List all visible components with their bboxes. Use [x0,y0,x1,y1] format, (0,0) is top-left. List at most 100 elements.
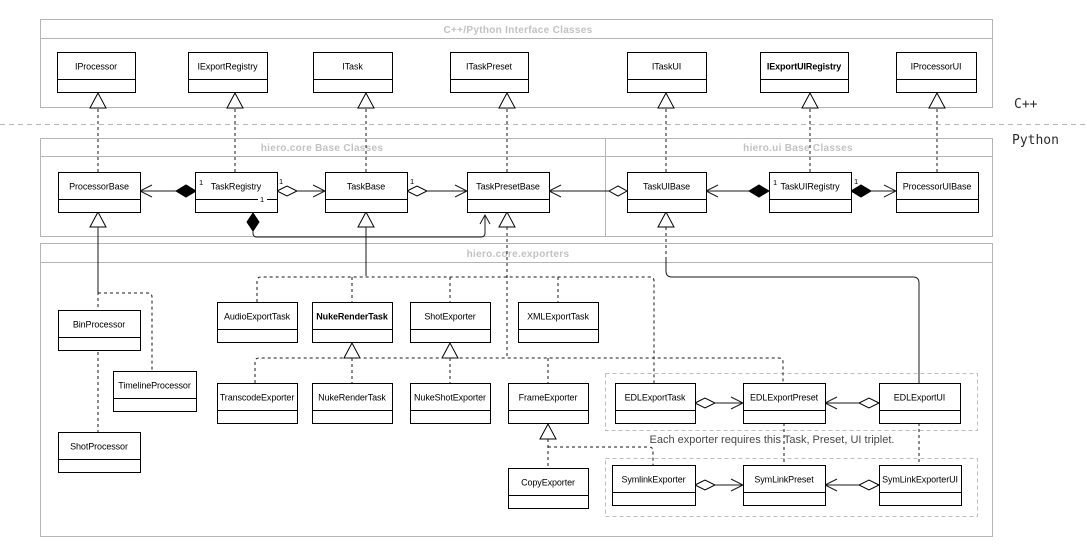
class-taskuibase[interactable]: TaskUIBase [627,172,707,213]
class-title: SymLinkPreset [754,475,814,485]
class-title: NukeShotExporter [414,393,486,403]
class-iprocessor[interactable]: IProcessor [57,52,136,93]
class-title: IProcessorUI [911,62,962,72]
realization-processorbase-iprocessor [89,91,107,172]
multiplicity-backing [258,194,267,203]
class-shotexporter[interactable]: ShotExporter [410,302,491,343]
composition-taskregistry-taskpresetbase [246,212,491,238]
multiplicity-registry-right: 1 [279,177,283,186]
class-itask[interactable]: ITask [313,52,393,93]
realization-taskuiregistry-iexportuiregistry [801,91,819,172]
class-title: ShotProcessor [70,442,128,452]
section-ui-label: hiero.ui Base Classes [743,143,853,154]
class-title: AudioExportTask [224,312,291,322]
class-title: IExportRegistry [197,62,258,72]
class-title: CopyExporter [521,478,575,488]
class-title: TimelineProcessor [118,381,191,391]
class-title: NukeRenderTask [316,312,389,322]
realization-taskuibase-itaskui [657,91,675,172]
class-taskregistry[interactable]: TaskRegistry [195,172,278,213]
section-interface-classes [40,19,993,108]
class-shotprocessor[interactable]: ShotProcessor [58,432,141,473]
cpp-side-label: C++ [1014,97,1038,112]
class-title: TranscodeExporter [220,393,295,403]
class-title: IProcessor [75,62,117,72]
class-title: TaskBase [347,182,385,192]
composition-taskuiregistry-processoruibase [850,184,898,198]
edl-triplet-group [605,373,978,431]
aggregation-taskbase-taskpresetbase [405,184,469,198]
class-taskuiregistry[interactable]: TaskUIRegistry [769,172,852,213]
class-iexportuiregistry[interactable]: IExportUIRegistry [760,52,849,93]
class-transcodeexporter[interactable]: TranscodeExporter [217,383,298,424]
generalization-taskbase-tree [256,210,655,383]
class-frameexporter[interactable]: FrameExporter [508,383,589,424]
generalization-taskuibase-edlexportui [657,210,920,383]
class-edlexportui[interactable]: EDLExportUI [879,383,961,424]
class-title: IExportUIRegistry [767,62,841,72]
class-timelineprocessor[interactable]: TimelineProcessor [113,371,197,412]
class-title: SymLinkExporterUI [882,475,958,485]
section-core-label: hiero.core Base Classes [261,143,384,154]
generalization-taskpresetbase-tree [254,210,784,383]
class-copyexporter[interactable]: CopyExporter [508,468,589,509]
class-title: EDLExportTask [625,393,686,403]
class-binprocessor[interactable]: BinProcessor [58,310,141,351]
class-edlexportpreset[interactable]: EDLExportPreset [743,383,826,424]
class-taskbase[interactable]: TaskBase [325,172,408,213]
class-processoruibase[interactable]: ProcessorUIBase [896,172,979,213]
aggregation-edlexporttask-edlexportpreset [693,396,745,410]
class-audioexporttask[interactable]: AudioExportTask [217,302,298,343]
class-title: TaskRegistry [211,182,262,192]
class-xmlexporttask[interactable]: XMLExportTask [518,302,599,343]
connectors [89,91,946,492]
multiplicity-uiregistry-right: 1 [854,177,858,186]
class-title: ShotExporter [424,312,475,322]
class-title: XMLExportTask [527,312,589,322]
class-symlinkexporter[interactable]: SymlinkExporter [612,465,696,506]
generalization-frameexporter-tree [539,422,654,468]
aggregation-symlinkexporter-symlinkpreset [693,478,745,492]
triplet-annotation: Each exporter requires this Task, Preset… [650,434,895,446]
class-symlinkexporterui[interactable]: SymLinkExporterUI [879,465,962,506]
class-title: FrameExporter [519,393,578,403]
class-nukerendertask2[interactable]: NukeRenderTask [312,383,393,424]
class-boxes: IProcessor IExportRegistry ITask ITaskPrese… [57,52,979,509]
class-title: NukeRenderTask [318,393,386,403]
realization-processoruibase-iprocessorui [928,91,946,172]
composition-taskuiregistry-taskuibase [704,184,770,198]
package-sections: C++/Python Interface Classes hiero.core … [40,19,993,537]
class-title: TaskUIRegistry [780,182,840,192]
class-title: ITaskPreset [466,62,513,72]
python-side-label: Python [1012,133,1059,148]
aggregation-taskuibase-taskpresetbase [547,184,629,198]
class-itaskpreset[interactable]: ITaskPreset [450,52,529,93]
aggregation-taskregistry-taskbase [275,184,327,198]
class-title: ProcessorBase [69,182,129,192]
aggregation-symlinkexporterui-symlinkpreset [823,478,881,492]
class-nukerendertask[interactable]: NukeRenderTask [312,302,393,343]
class-title: EDLExportUI [894,393,945,403]
labels: 1 1 1 1 1 1 Each exporter requires this … [199,177,894,446]
symlink-triplet-group [605,458,978,517]
multiplicity-registry-left: 1 [199,178,203,187]
realization-taskbase-itask [357,91,375,172]
class-nukeshotexporter[interactable]: NukeShotExporter [410,383,491,424]
class-title: EDLExportPreset [750,393,819,403]
realization-taskregistry-iexportregistry [226,91,244,172]
class-edlexporttask[interactable]: EDLExportTask [615,383,696,424]
realization-taskpresetbase-itaskpreset [498,91,516,172]
class-taskpresetbase[interactable]: TaskPresetBase [467,172,550,213]
section-ui-base [605,138,993,237]
class-iprocessorui[interactable]: IProcessorUI [896,52,977,93]
class-iexportregistry[interactable]: IExportRegistry [188,52,268,93]
class-symlinkpreset[interactable]: SymLinkPreset [743,465,826,506]
class-title: BinProcessor [73,320,125,330]
class-title: ITaskUI [652,62,681,72]
class-title: SymlinkExporter [621,475,685,485]
class-processorbase[interactable]: ProcessorBase [58,172,141,213]
aggregation-edlexportui-edlexportpreset [823,396,881,410]
class-itaskui[interactable]: ITaskUI [627,52,707,93]
